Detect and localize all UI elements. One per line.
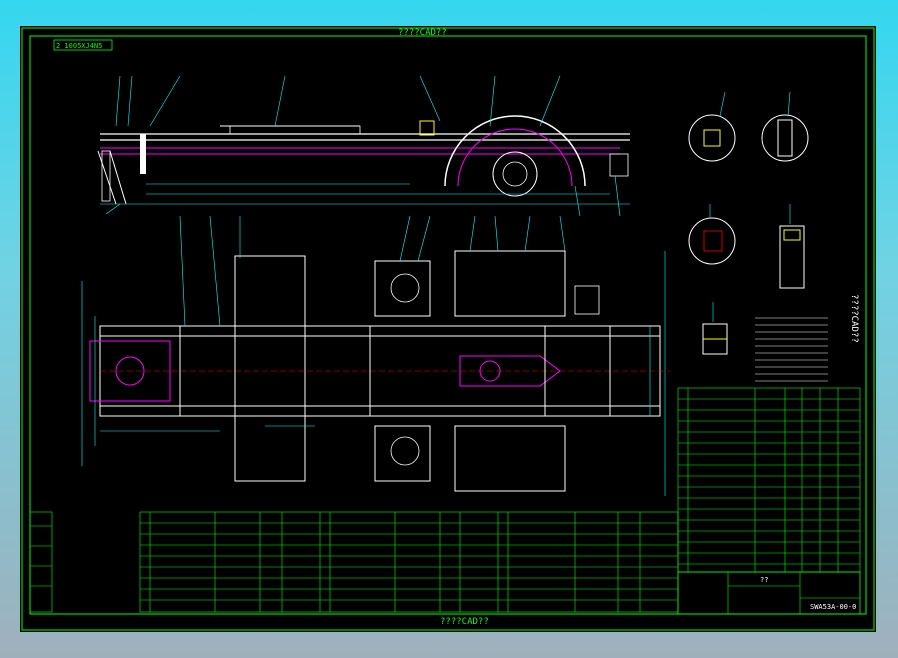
watermark-bottom: ????CAD?? — [440, 617, 489, 627]
title-block: ?? SWA53A-00-0 — [677, 571, 861, 615]
detail-views — [688, 91, 809, 355]
title-name: ?? — [760, 576, 768, 584]
watermark-side: ????CAD?? — [849, 294, 859, 343]
parts-list-right — [677, 387, 861, 573]
outer-frame — [21, 27, 875, 631]
corner-tag-box — [53, 39, 113, 51]
inner-frame — [29, 35, 867, 615]
notes-block — [755, 317, 828, 382]
side-view — [97, 75, 630, 217]
cad-drawing: ????CAD?? ????CAD?? ????CAD?? 2 1005XJ4N… — [21, 27, 875, 631]
drawing-code: SWA53A-00-0 — [810, 603, 856, 611]
revision-strip — [29, 511, 53, 613]
watermark-top: ????CAD?? — [398, 28, 447, 38]
corner-tag: 2 1005XJ4N5 — [56, 42, 102, 50]
plan-view — [81, 215, 670, 496]
parts-list-bottom — [139, 511, 679, 613]
drawing-sheet: ????CAD?? ????CAD?? ????CAD?? 2 1005XJ4N… — [20, 26, 876, 632]
